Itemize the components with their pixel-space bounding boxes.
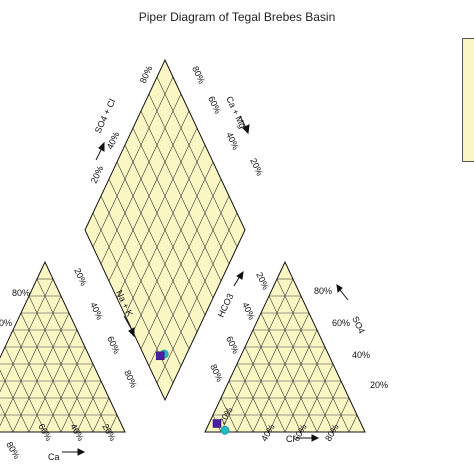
diamond-upper-left-tick: 40% <box>105 130 122 151</box>
grid-line <box>108 414 118 433</box>
grid-line <box>20 312 78 433</box>
grid-line <box>148 93 230 265</box>
grid-line <box>284 346 326 433</box>
anion-cl-arrowhead <box>311 434 320 442</box>
grid-line <box>116 127 198 299</box>
anion-left-tick: 20% <box>254 271 271 292</box>
grid-line <box>44 346 86 433</box>
cation-right-tick: 60% <box>105 335 122 356</box>
anion-right-tick: 60% <box>332 318 350 328</box>
grid-line <box>276 278 350 433</box>
chart-title: Piper Diagram of Tegal Brebes Basin <box>139 10 336 24</box>
anion-point-purple <box>212 419 222 428</box>
grid-line <box>252 329 302 433</box>
grid-line <box>92 76 174 248</box>
anion-left-tick: 80% <box>208 363 225 384</box>
diamond-upper-left-axis-label: SO4 + Cl <box>93 97 118 135</box>
anion-right-tick: 40% <box>352 350 370 360</box>
grid-line <box>36 278 110 433</box>
diamond-grid <box>92 76 238 384</box>
diamond-point-purple <box>155 351 165 361</box>
anion-point-cyan <box>220 425 230 435</box>
cation-grid <box>0 278 118 433</box>
anion-bottom-axis-label: Cl <box>286 434 295 444</box>
anion-right-axis-label: SO4 <box>350 315 367 336</box>
grid-line <box>132 127 214 299</box>
grid-line <box>220 397 238 433</box>
grid-line <box>12 312 70 433</box>
grid-line <box>260 312 318 433</box>
grid-line <box>108 110 190 282</box>
grid-line <box>236 363 270 433</box>
grid-line <box>268 295 334 433</box>
cation-right-tick: 20% <box>72 267 89 288</box>
grid-line <box>124 144 206 316</box>
anion-left-axis-label: HCO3 <box>216 292 236 319</box>
data-points <box>155 349 230 435</box>
grid-line <box>316 380 342 433</box>
diamond-upper-right-tick: 20% <box>248 157 265 178</box>
diamond <box>84 58 246 402</box>
anion-left-tick: 60% <box>224 335 241 356</box>
diamond-upper-right-tick: 80% <box>190 65 207 86</box>
cation-nak-arrow <box>123 315 133 331</box>
diamond-so4cl-arrowhead <box>98 141 105 152</box>
anion-so4-arrowhead <box>336 284 343 294</box>
anion-right-tick: 20% <box>370 380 388 390</box>
cation-bottom-tick: 80% <box>4 440 22 461</box>
grid-line <box>228 380 254 433</box>
grid-line <box>0 278 54 393</box>
cation-nak-arrowhead <box>128 327 135 338</box>
anion-right-tick: 80% <box>314 286 332 296</box>
grid-line <box>100 93 182 265</box>
anion-hco3-arrowhead <box>236 270 244 280</box>
diamond-upper-left-tick: 80% <box>138 64 155 85</box>
diamond-upper-right-tick: 60% <box>206 95 223 116</box>
cation-bottom-axis-label: Ca <box>48 452 60 462</box>
diamond-so4cl-arrow <box>95 147 103 161</box>
grid-line <box>0 369 30 433</box>
grid-line <box>76 380 102 433</box>
cation-triangle-outline <box>0 260 126 433</box>
cation-right-tick: 80% <box>122 369 139 390</box>
grid-line <box>348 414 358 433</box>
diamond-outline <box>84 58 246 402</box>
grid-line <box>140 110 222 282</box>
grid-line <box>12 329 62 433</box>
grid-line <box>244 346 286 433</box>
cation-right-tick: 40% <box>88 301 105 322</box>
anion-so4-arrow <box>339 289 349 301</box>
diamond-upper-right-tick: 40% <box>224 131 241 152</box>
legend-box <box>462 38 474 162</box>
grid-line <box>4 346 46 433</box>
cation-left-tick: 60% <box>0 318 12 328</box>
axis-arrows <box>62 115 349 456</box>
cation-left-tick: 80% <box>12 288 30 298</box>
grid-line <box>0 403 14 433</box>
grid-line <box>28 295 94 433</box>
grid-line <box>220 278 294 433</box>
cation-triangle <box>0 260 126 433</box>
anion-left-tick: 40% <box>240 301 257 322</box>
diamond-camg-arrow <box>239 115 247 129</box>
anion-triangle-outline <box>204 260 366 433</box>
diamond-upper-left-tick: 20% <box>89 164 106 185</box>
anion-triangle <box>204 260 366 433</box>
diamond-camg-arrowhead <box>242 124 250 135</box>
anion-grid <box>212 278 358 433</box>
cation-ca-arrowhead <box>77 448 86 456</box>
grid-line <box>156 76 238 248</box>
grid-line <box>252 312 310 433</box>
